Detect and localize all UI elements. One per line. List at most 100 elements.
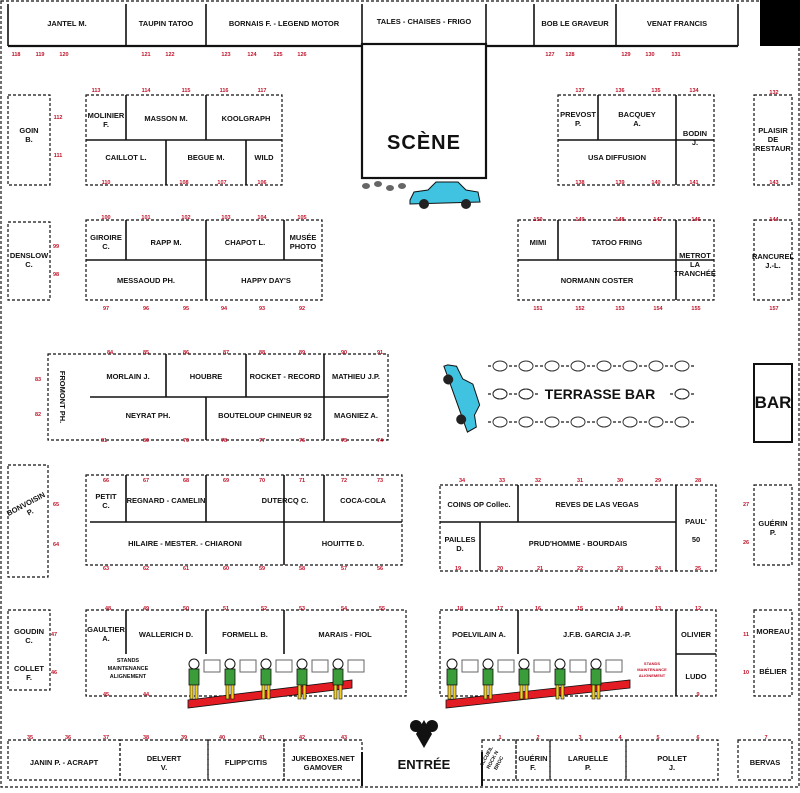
stand-number: 69 — [222, 478, 230, 484]
stand-laruelle: LARUELLE P. — [568, 754, 608, 772]
figures-right-leg — [452, 684, 457, 700]
stand-petit: PETIT C. — [95, 492, 117, 510]
terrace-table — [596, 360, 612, 372]
figures-left-screen — [239, 659, 257, 673]
stand-number: 66 — [102, 478, 110, 484]
stand-number: 37 — [102, 735, 110, 741]
stand-pollet: POLLET J. — [657, 754, 687, 772]
figures-right-leg — [524, 684, 529, 700]
stand-number: 3 — [578, 735, 582, 741]
stand-number: 86 — [182, 350, 190, 356]
exhaust-puff — [362, 183, 370, 189]
car-body — [409, 181, 481, 205]
stand-number: 95 — [182, 306, 190, 312]
stand-number: 81 — [100, 438, 108, 444]
stand-number: 53 — [298, 606, 306, 612]
stand-number: 149 — [575, 217, 585, 223]
stand-top-tales: TALES - CHAISES - FRIGO — [376, 16, 472, 26]
figures-right-leg — [447, 684, 452, 700]
stand-number: 90 — [340, 350, 348, 356]
terrace-table — [674, 416, 690, 428]
stand-wild: WILD — [254, 152, 274, 162]
stand-number: 98 — [52, 272, 60, 278]
stand-goudin: GOUDIN C. — [14, 627, 44, 645]
stand-number: 70 — [258, 478, 266, 484]
figures-left-leg — [230, 684, 235, 700]
stand-outline — [85, 474, 403, 566]
stand-fromont: FROMONT PH. — [58, 370, 68, 424]
stand-outline — [737, 739, 793, 781]
figures-left-screen — [275, 659, 293, 673]
stand-formell: FORMELL B. — [222, 629, 268, 639]
stand-number: 13 — [654, 606, 662, 612]
stand-mathieu: MATHIEU J.P. — [331, 371, 381, 381]
terrace-table — [622, 360, 638, 372]
stand-number: 42 — [298, 735, 306, 741]
terrace-table — [544, 416, 560, 428]
figures-right-leg — [488, 684, 493, 700]
figures-left-screen — [203, 659, 221, 673]
stand-number: 130 — [645, 52, 655, 58]
car-illustration-terrace — [443, 364, 481, 433]
terrace-table — [648, 416, 664, 428]
stand-number: 114 — [141, 88, 151, 94]
stand-number: 23 — [616, 566, 624, 572]
stand-number: 111 — [53, 153, 63, 159]
stage-label: SCÈNE — [387, 132, 461, 154]
stand-number: 62 — [142, 566, 150, 572]
stand-number: 101 — [141, 215, 151, 221]
stand-outline — [7, 464, 49, 578]
stand-number: 75 — [340, 438, 348, 444]
stand-number: 154 — [653, 306, 663, 312]
stand-giroire: GIROIRE C. — [90, 233, 122, 251]
stand-musee: MUSÉE PHOTO — [289, 233, 317, 251]
stand-number: 150 — [533, 217, 543, 223]
stand-goin: GOIN B. — [19, 126, 39, 144]
terrace-table — [492, 360, 508, 372]
stand-marais: MARAIS - FIOL — [318, 629, 372, 639]
stand-hilaire: HILAIRE - MESTER. - CHIARONI — [128, 538, 242, 548]
stand-morlain: MORLAIN J. — [106, 371, 150, 381]
stand-gaultier: GAULTIER A. — [87, 625, 125, 643]
stand-number: 84 — [106, 350, 114, 356]
stand-number: 46 — [50, 670, 58, 676]
stand-number: 82 — [34, 412, 42, 418]
figures-left-leg — [297, 684, 302, 700]
terrace-table — [648, 360, 664, 372]
stand-number: 127 — [545, 52, 555, 58]
stand-number: 134 — [689, 88, 699, 94]
terrace-table — [492, 416, 508, 428]
stand-poelvilain: POELVILAIN A. — [452, 629, 506, 639]
figures-left-leg — [189, 684, 194, 700]
stand-number: 74 — [376, 438, 384, 444]
terrace-table — [674, 388, 690, 400]
stand-number: 83 — [34, 377, 42, 383]
figures-right-body — [554, 668, 566, 686]
stand-number: 71 — [298, 478, 306, 484]
exhaust-puff — [374, 181, 382, 187]
stand-number: 153 — [615, 306, 625, 312]
stand-number: 138 — [575, 180, 585, 186]
figures-right-rail — [445, 679, 631, 709]
stand-metrot: METROT LA TRANCHÉE — [674, 250, 716, 278]
stand-outline — [283, 739, 363, 781]
stand-guerin-f: GUÉRIN F. — [518, 754, 548, 772]
stand-number: 106 — [257, 180, 267, 186]
stand-number: 141 — [689, 180, 699, 186]
stand-number: 99 — [52, 244, 60, 250]
stand-bodin: BODIN J. — [682, 129, 708, 147]
stand-number: 31 — [576, 478, 584, 484]
stand-number: 93 — [258, 306, 266, 312]
stand-paul50: PAUL' 50 — [685, 516, 707, 544]
stand-number: 125 — [273, 52, 283, 58]
stand-number: 119 — [35, 52, 45, 58]
stand-number: 16 — [534, 606, 542, 612]
terrace-table — [544, 360, 560, 372]
figures-right-head — [482, 658, 494, 670]
stand-koolgraph: KOOLGRAPH — [221, 113, 271, 123]
stand-number: 30 — [616, 478, 624, 484]
stand-number: 79 — [182, 438, 190, 444]
stand-number: 67 — [142, 478, 150, 484]
stand-number: 51 — [222, 606, 230, 612]
